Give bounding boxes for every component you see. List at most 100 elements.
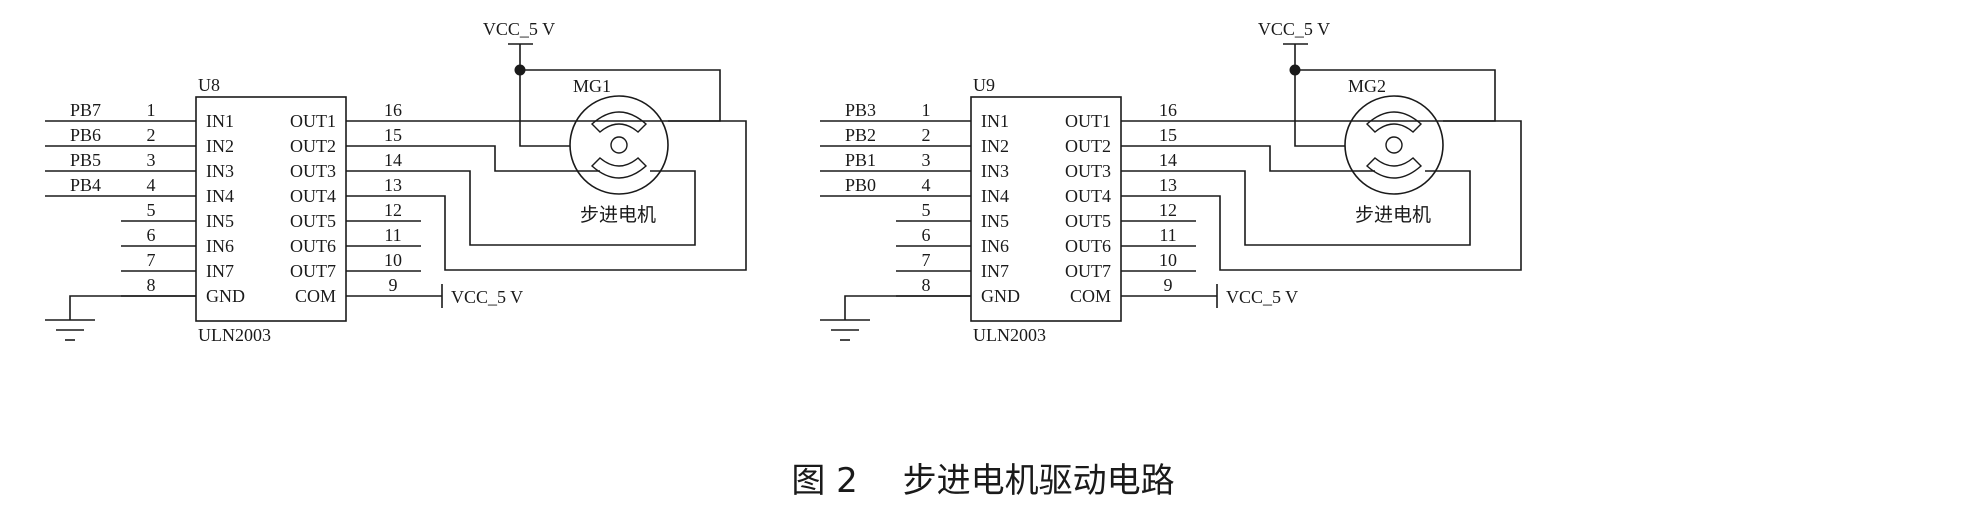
pin-number-5: 5 xyxy=(922,200,931,220)
pin-number-9: 9 xyxy=(1164,275,1173,295)
motor-winding-bottom xyxy=(590,157,648,179)
motor-ref: MG2 xyxy=(1348,76,1386,96)
motor-rotor xyxy=(1385,136,1403,154)
chip-part: ULN2003 xyxy=(973,325,1046,345)
pin-number-11: 11 xyxy=(1159,225,1176,245)
pin-label-out4: OUT4 xyxy=(290,186,336,206)
pin-label-out5: OUT5 xyxy=(1065,211,1111,231)
pin-number-8: 8 xyxy=(922,275,931,295)
gnd-wire xyxy=(844,295,971,320)
gnd-wire xyxy=(69,295,196,320)
pin-label-in7: IN7 xyxy=(981,261,1009,281)
pin-label-in5: IN5 xyxy=(206,211,234,231)
pin-number-10: 10 xyxy=(1159,250,1177,270)
chip-body xyxy=(195,96,347,322)
chip-ref: U8 xyxy=(198,75,220,95)
pin-label-in1: IN1 xyxy=(981,111,1009,131)
pin-number-4: 4 xyxy=(922,175,931,195)
pin-label-in2: IN2 xyxy=(206,136,234,156)
pin-label-in3: IN3 xyxy=(981,161,1009,181)
out3-wire xyxy=(346,170,696,246)
pin-number-2: 2 xyxy=(922,125,931,145)
vcc-top-label: VCC_5 V xyxy=(483,19,555,39)
pin-label-in1: IN1 xyxy=(206,111,234,131)
pin-label-in3: IN3 xyxy=(206,161,234,181)
pin-label-in6: IN6 xyxy=(206,236,234,256)
motor-common-wire xyxy=(519,70,570,147)
pin-number-3: 3 xyxy=(922,150,931,170)
out1-out4-wire xyxy=(1121,120,1522,271)
driver-circuit-u9: U9ULN2003IN11PB3IN22PB2IN33PB1IN44PB0IN5… xyxy=(820,19,1522,345)
pin-label-in7: IN7 xyxy=(206,261,234,281)
pin-label-out2: OUT2 xyxy=(290,136,336,156)
motor-rotor xyxy=(610,136,628,154)
pin-number-1: 1 xyxy=(922,100,931,120)
motor-common-wire xyxy=(1294,70,1345,147)
vcc-com-label: VCC_5 V xyxy=(451,287,523,307)
pin-number-4: 4 xyxy=(147,175,156,195)
motor-winding-top xyxy=(590,111,648,133)
motor-winding-top xyxy=(1365,111,1423,133)
chip-part: ULN2003 xyxy=(198,325,271,345)
input-signal-label: PB4 xyxy=(70,175,101,195)
motor-winding-bottom xyxy=(1365,157,1423,179)
motor-ref: MG1 xyxy=(573,76,611,96)
pin-label-gnd: GND xyxy=(206,286,245,306)
pin-label-com: COM xyxy=(295,286,336,306)
pin-number-12: 12 xyxy=(1159,200,1177,220)
input-signal-label: PB3 xyxy=(845,100,876,120)
pin-label-out4: OUT4 xyxy=(1065,186,1111,206)
pin-label-out3: OUT3 xyxy=(290,161,336,181)
chip-ref: U9 xyxy=(973,75,995,95)
pin-label-out7: OUT7 xyxy=(290,261,336,281)
pin-number-15: 15 xyxy=(1159,125,1177,145)
driver-circuit-u8: U8ULN2003IN11PB7IN22PB6IN33PB5IN44PB4IN5… xyxy=(45,19,747,345)
pin-number-14: 14 xyxy=(1159,150,1177,170)
pin-number-6: 6 xyxy=(147,225,156,245)
pin-number-10: 10 xyxy=(384,250,402,270)
pin-number-16: 16 xyxy=(384,100,402,120)
pin-number-7: 7 xyxy=(147,250,156,270)
input-signal-label: PB7 xyxy=(70,100,101,120)
vcc-top-label: VCC_5 V xyxy=(1258,19,1330,39)
pin-number-3: 3 xyxy=(147,150,156,170)
pin-label-out6: OUT6 xyxy=(290,236,336,256)
out3-wire xyxy=(1121,170,1471,246)
pin-number-7: 7 xyxy=(922,250,931,270)
pin-number-8: 8 xyxy=(147,275,156,295)
pin-number-13: 13 xyxy=(1159,175,1177,195)
pin-number-6: 6 xyxy=(922,225,931,245)
figure-number: 图 2 xyxy=(791,461,857,501)
motor-label: 步进电机 xyxy=(580,204,656,226)
figure-title: 步进电机驱动电路 xyxy=(903,461,1175,501)
vcc-com-label: VCC_5 V xyxy=(1226,287,1298,307)
pin-label-out1: OUT1 xyxy=(1065,111,1111,131)
pin-label-com: COM xyxy=(1070,286,1111,306)
pin-label-out2: OUT2 xyxy=(1065,136,1111,156)
input-signal-label: PB0 xyxy=(845,175,876,195)
pin-label-in4: IN4 xyxy=(981,186,1009,206)
pin-number-5: 5 xyxy=(147,200,156,220)
pin-number-2: 2 xyxy=(147,125,156,145)
pin-label-out6: OUT6 xyxy=(1065,236,1111,256)
pin-label-in5: IN5 xyxy=(981,211,1009,231)
pin-number-14: 14 xyxy=(384,150,402,170)
out2-wire xyxy=(346,145,600,172)
out1-out4-wire xyxy=(346,120,747,271)
pin-number-13: 13 xyxy=(384,175,402,195)
pin-label-out1: OUT1 xyxy=(290,111,336,131)
pin-number-12: 12 xyxy=(384,200,402,220)
pin-number-1: 1 xyxy=(147,100,156,120)
pin-label-gnd: GND xyxy=(981,286,1020,306)
pin-label-in2: IN2 xyxy=(981,136,1009,156)
pin-label-out7: OUT7 xyxy=(1065,261,1111,281)
input-signal-label: PB6 xyxy=(70,125,101,145)
chip-body xyxy=(970,96,1122,322)
pin-label-out5: OUT5 xyxy=(290,211,336,231)
motor-label: 步进电机 xyxy=(1355,204,1431,226)
out2-wire xyxy=(1121,145,1375,172)
pin-number-16: 16 xyxy=(1159,100,1177,120)
pin-label-in6: IN6 xyxy=(981,236,1009,256)
pin-number-15: 15 xyxy=(384,125,402,145)
